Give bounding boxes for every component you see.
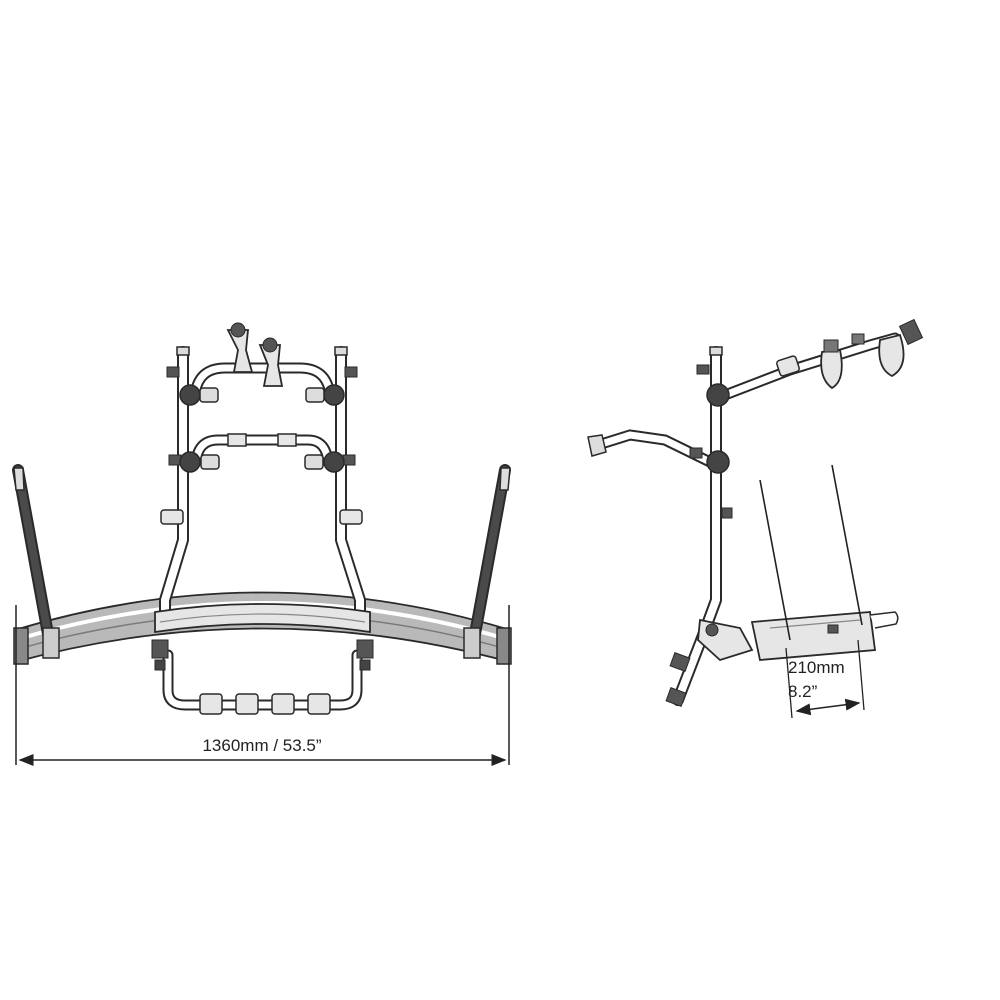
side-pivot-knob (706, 450, 730, 474)
left-strap (12, 464, 60, 659)
pivot-knob (304, 451, 356, 473)
front-view: 1360mm / 53.5” (12, 322, 512, 766)
right-strap (463, 464, 511, 659)
pivot-knob (166, 366, 219, 406)
side-hinge (665, 618, 754, 707)
side-bolt (689, 447, 703, 459)
depth-label-mm: 210mm (788, 658, 845, 677)
width-dimension: 1360mm / 53.5” (15, 605, 510, 766)
width-label: 1360mm / 53.5” (202, 736, 321, 755)
bike-cradle (258, 337, 284, 387)
bumper-crossbar (154, 603, 371, 634)
arm-joint (776, 355, 800, 377)
side-foot (750, 611, 899, 661)
tube-cap (176, 346, 190, 356)
hinge-knob (356, 639, 374, 671)
side-bolt (696, 364, 710, 375)
foot-pad (307, 693, 331, 715)
bike-cradle (226, 322, 254, 373)
side-bolt (721, 507, 733, 519)
side-upper-arm (719, 332, 901, 401)
frame-clip (160, 509, 184, 525)
side-view: 210mm 8.2” (587, 318, 924, 719)
tube-cap (334, 346, 348, 356)
foot-pad (199, 693, 223, 715)
side-upright (672, 346, 722, 706)
depth-dimension: 210mm 8.2” (785, 639, 865, 719)
arm-end-cap (587, 434, 607, 457)
foot-pad (235, 693, 259, 715)
arm-pad (227, 433, 247, 447)
side-bike-cradle (820, 339, 843, 390)
hinge-knob (151, 639, 169, 671)
car-hatch-lines (759, 464, 863, 641)
tube-cap (709, 346, 723, 356)
car-bumper (13, 591, 512, 665)
side-bike-cradle (851, 318, 924, 378)
arm-pad (277, 433, 297, 447)
pivot-knob (168, 451, 220, 473)
foot-pad (271, 693, 295, 715)
depth-label-in: 8.2” (788, 682, 818, 701)
side-pivot-knob (706, 383, 730, 407)
pivot-knob (305, 366, 358, 406)
side-lower-arm (592, 429, 716, 468)
frame-clip (339, 509, 363, 525)
